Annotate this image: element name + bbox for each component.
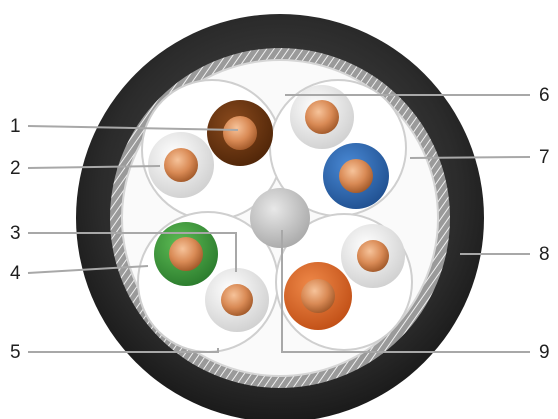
- callout-2: 2: [10, 159, 21, 178]
- callout-5: 5: [10, 343, 21, 362]
- callout-9: 9: [539, 343, 550, 362]
- central-separator: [250, 188, 310, 248]
- conductor-orange: [284, 262, 352, 330]
- callout-8: 8: [539, 245, 550, 264]
- conductor-green: [154, 222, 218, 286]
- callout-4: 4: [10, 264, 21, 283]
- callout-3: 3: [10, 224, 21, 243]
- conductor-white-brown: [148, 132, 214, 198]
- callout-7: 7: [539, 148, 550, 167]
- conductor-white-orange: [341, 224, 405, 288]
- callout-1: 1: [10, 117, 21, 136]
- leader-7: [410, 157, 530, 158]
- conductor-blue: [323, 143, 389, 209]
- callout-6: 6: [539, 86, 550, 105]
- conductor-white-green: [205, 268, 269, 332]
- conductor-brown: [207, 100, 273, 166]
